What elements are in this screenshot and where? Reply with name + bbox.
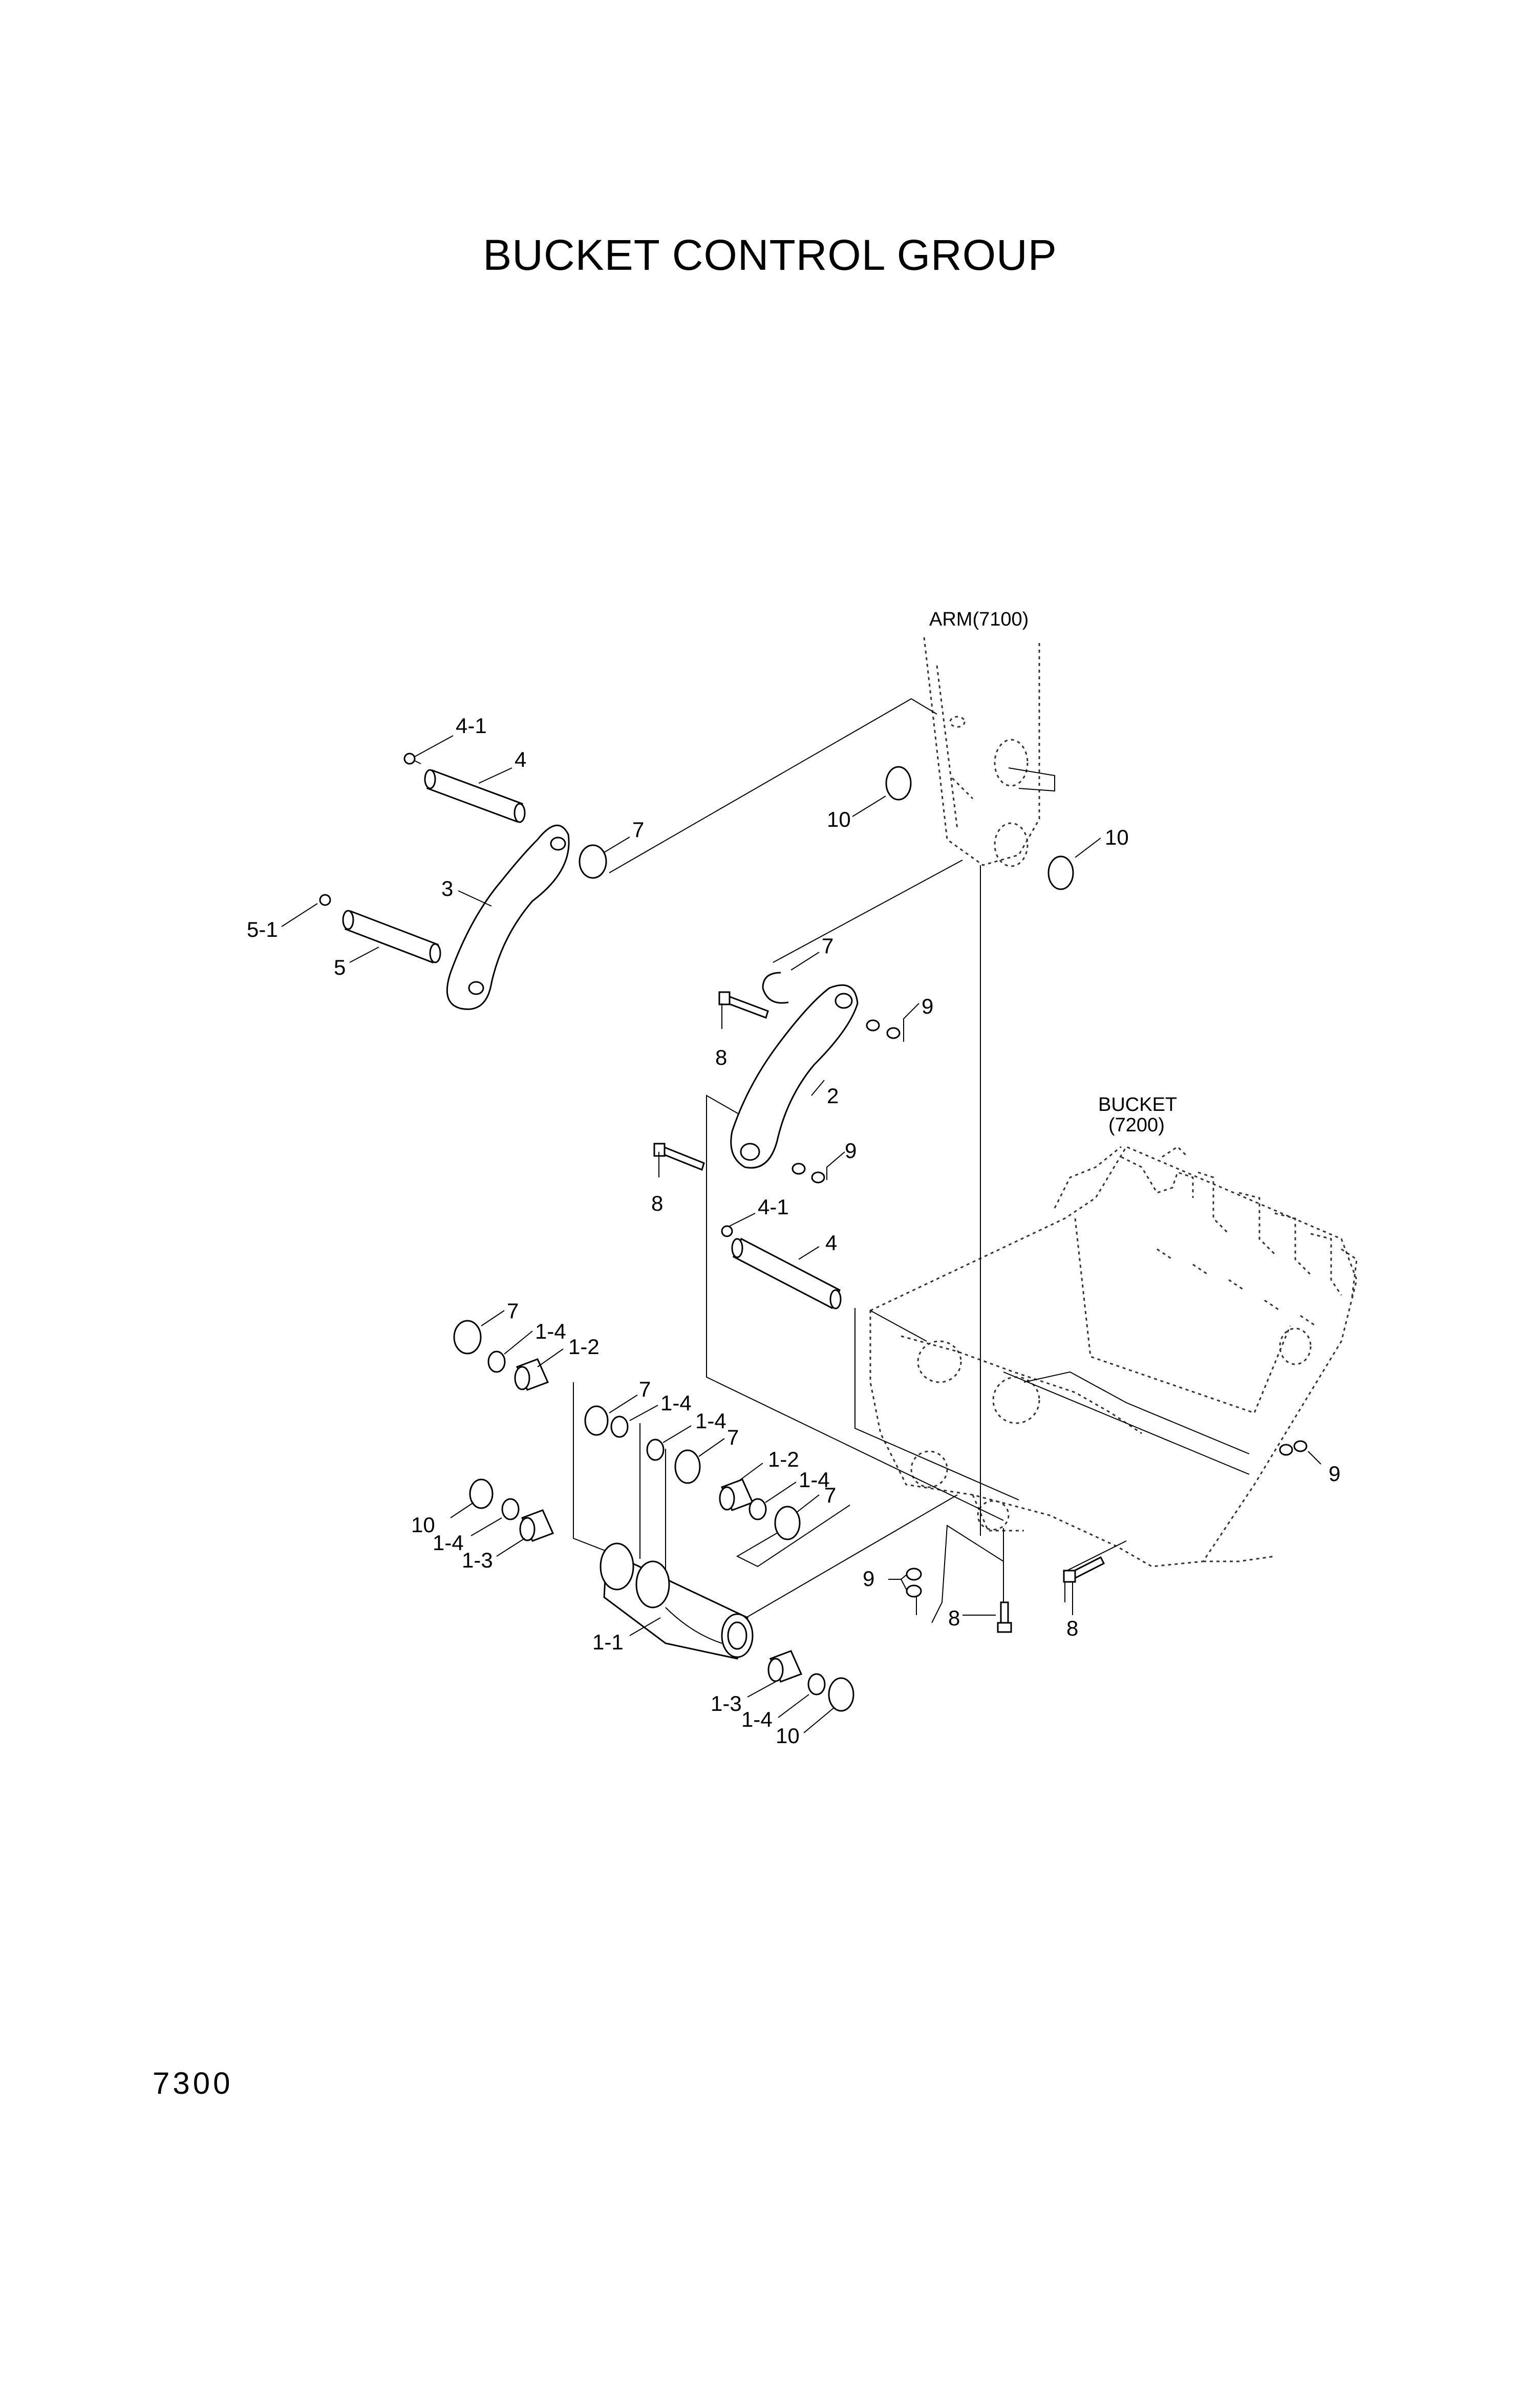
callout-label: 10	[827, 807, 851, 831]
o-ring-7-mid-b	[674, 1449, 701, 1484]
callout-label: 7	[824, 1483, 836, 1507]
bolt-8-bottom-angled	[1063, 1556, 1105, 1583]
callout-label: 3	[441, 876, 453, 900]
bushing-1-3-right	[767, 1650, 803, 1683]
arm-ghost-outline	[923, 637, 1040, 867]
bushing-1-2-left	[514, 1358, 549, 1391]
grease-nipple-5-1	[319, 894, 331, 906]
callout-labels: 4-1 4 7 3 5-1 5 10 10 7 9 8 2 9 8 4-1 4 …	[247, 714, 1340, 1748]
link-2	[730, 984, 859, 1169]
callout-label: 9	[1329, 1462, 1340, 1486]
shim-1-4-mid-a	[610, 1415, 629, 1438]
link-3	[446, 824, 570, 1010]
callout-label: 8	[948, 1606, 960, 1630]
nut-9-link2-lower	[792, 1163, 825, 1184]
o-ring-7-mid	[584, 1405, 609, 1436]
callout-label: 10	[411, 1513, 435, 1537]
page-number: 7300	[153, 2066, 233, 2100]
nut-9-bottom	[906, 1568, 922, 1598]
bolt-8-link2-upper	[718, 991, 769, 1019]
callout-leader-lines	[281, 735, 1321, 1733]
callout-label: 9	[922, 994, 933, 1018]
bushing-1-3-left	[519, 1509, 554, 1542]
callout-label: 4-1	[758, 1195, 789, 1219]
callout-label: 10	[776, 1724, 800, 1748]
callout-label: 1-4	[741, 1707, 773, 1731]
callout-label: 1-3	[711, 1691, 742, 1715]
callout-label: 10	[1105, 825, 1129, 849]
callout-label: 5-1	[247, 917, 278, 941]
o-ring-7-upper	[579, 844, 607, 879]
o-ring-7-right	[774, 1506, 801, 1540]
callout-label: 1-1	[592, 1630, 624, 1654]
callout-label: 8	[1066, 1616, 1078, 1640]
callout-label: 7	[822, 934, 833, 958]
bushing-1-2-right	[719, 1478, 754, 1511]
o-ring-10-left	[469, 1478, 494, 1509]
callout-label: 8	[651, 1191, 663, 1215]
grease-nipple-4-1-upper	[403, 753, 421, 765]
assembly-guide-lines	[573, 698, 1250, 1623]
nut-9-link2-upper	[866, 1019, 901, 1039]
callout-label: 1-2	[768, 1447, 799, 1471]
shim-1-4-lower-right	[807, 1673, 826, 1696]
o-ring-10-arm-lower	[1047, 855, 1074, 890]
callout-label: 9	[863, 1566, 874, 1591]
o-ring-7-link2	[762, 972, 789, 1004]
callout-label: 1-4	[799, 1468, 830, 1492]
callout-label: 1-4	[433, 1531, 464, 1555]
callout-label: 1-2	[568, 1335, 600, 1359]
bucket-reference-label-line1: BUCKET	[1098, 1094, 1177, 1115]
callout-label: 5	[334, 955, 346, 979]
callout-label: 7	[727, 1425, 739, 1449]
callout-label: 8	[715, 1045, 727, 1069]
callout-label: 1-3	[462, 1548, 493, 1572]
callout-label: 9	[845, 1139, 857, 1163]
callout-label: 1-4	[535, 1319, 566, 1343]
callout-label: 7	[632, 818, 644, 842]
o-ring-10-right	[828, 1677, 854, 1712]
callout-label: 4	[515, 747, 526, 771]
o-ring-10-arm-upper	[885, 766, 912, 801]
shim-1-4-left	[487, 1350, 506, 1373]
page-title: BUCKET CONTROL GROUP	[483, 231, 1057, 279]
arm-reference-label: ARM(7100)	[929, 609, 1029, 630]
shim-1-4-mid-b	[646, 1439, 665, 1461]
callout-label: 7	[507, 1299, 519, 1323]
callout-label: 4-1	[456, 714, 487, 738]
pin-5	[342, 910, 441, 963]
callout-label: 7	[639, 1377, 651, 1401]
callout-label: 4	[825, 1231, 837, 1255]
pin-4-upper	[424, 769, 526, 823]
nut-9-bucket	[1279, 1440, 1308, 1456]
pin-4-lower	[731, 1237, 842, 1310]
callout-label: 1-4	[695, 1409, 726, 1433]
shim-1-4-lower-left	[501, 1498, 520, 1520]
grease-nipple-4-1-lower	[721, 1225, 733, 1237]
callout-label: 2	[827, 1084, 839, 1108]
shim-1-4-right	[748, 1498, 767, 1520]
callout-label: 1-4	[660, 1391, 692, 1415]
bolt-8-link2-lower	[653, 1143, 705, 1171]
link-assembly-1-1	[600, 1542, 754, 1660]
bolt-8-bottom-vertical	[997, 1601, 1012, 1633]
o-ring-7-left	[453, 1320, 482, 1355]
bucket-reference-label-line2: (7200)	[1108, 1114, 1165, 1136]
